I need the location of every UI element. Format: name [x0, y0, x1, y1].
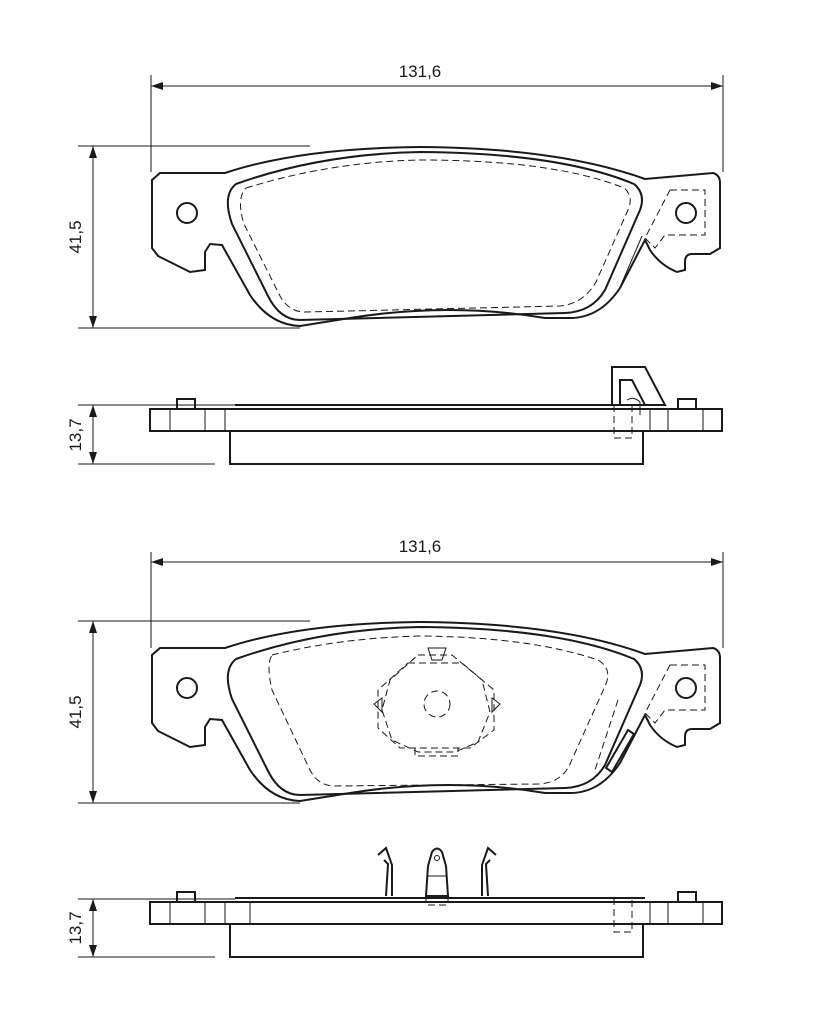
spring-left-tab — [373, 697, 383, 714]
chamfer-line — [617, 235, 643, 293]
friction-material-dashed — [240, 159, 631, 313]
mounting-hole-left — [176, 202, 198, 224]
friction-material-outline — [226, 150, 643, 322]
thickness-dimension-label: 13,7 — [66, 418, 85, 451]
sensor-pocket-dashed — [644, 664, 706, 724]
height-dimension-label: 41,5 — [66, 220, 85, 253]
retaining-spring-side — [377, 846, 497, 906]
hidden-edge — [594, 699, 619, 771]
center-hole — [423, 690, 451, 718]
wear-indicator-tab — [626, 397, 641, 415]
pad-front-view-1: 131,6 41,5 — [66, 62, 724, 329]
backing-plate-side — [149, 408, 723, 432]
pad-side-view-2: 13,7 — [66, 366, 723, 465]
width-dimension-label: 131,6 — [399, 62, 442, 81]
friction-block-side — [229, 923, 644, 958]
pad-side-view-4: 13,7 — [66, 846, 723, 958]
mounting-hole-right — [675, 677, 697, 699]
height-dimension-label: 41,5 — [66, 695, 85, 728]
mounting-hole-right — [675, 202, 697, 224]
pad-front-view-3: 131,6 41,5 — [66, 537, 724, 804]
wear-indicator-clip — [611, 366, 667, 406]
spring-bottom-tab — [414, 748, 459, 757]
friction-material-dashed — [268, 635, 609, 787]
thickness-dimension-label: 13,7 — [66, 911, 85, 944]
plate-bump-right — [677, 398, 697, 410]
wear-indicator-hidden — [613, 898, 633, 933]
sensor-pocket-dashed — [644, 189, 706, 249]
plate-bump-left — [176, 891, 196, 903]
mounting-hole-left — [176, 677, 198, 699]
friction-block-side — [229, 430, 644, 465]
spring-top-tab — [427, 647, 447, 661]
retaining-spring-dashed — [373, 647, 501, 757]
backing-plate-side — [149, 901, 723, 925]
plate-bump-left — [176, 398, 196, 410]
plate-bump-right — [677, 891, 697, 903]
wear-indicator-hidden — [613, 405, 633, 439]
friction-material-outline — [226, 625, 643, 797]
width-dimension-label: 131,6 — [399, 537, 442, 556]
wear-indicator-front — [604, 728, 636, 774]
spring-right-tab — [491, 697, 501, 714]
